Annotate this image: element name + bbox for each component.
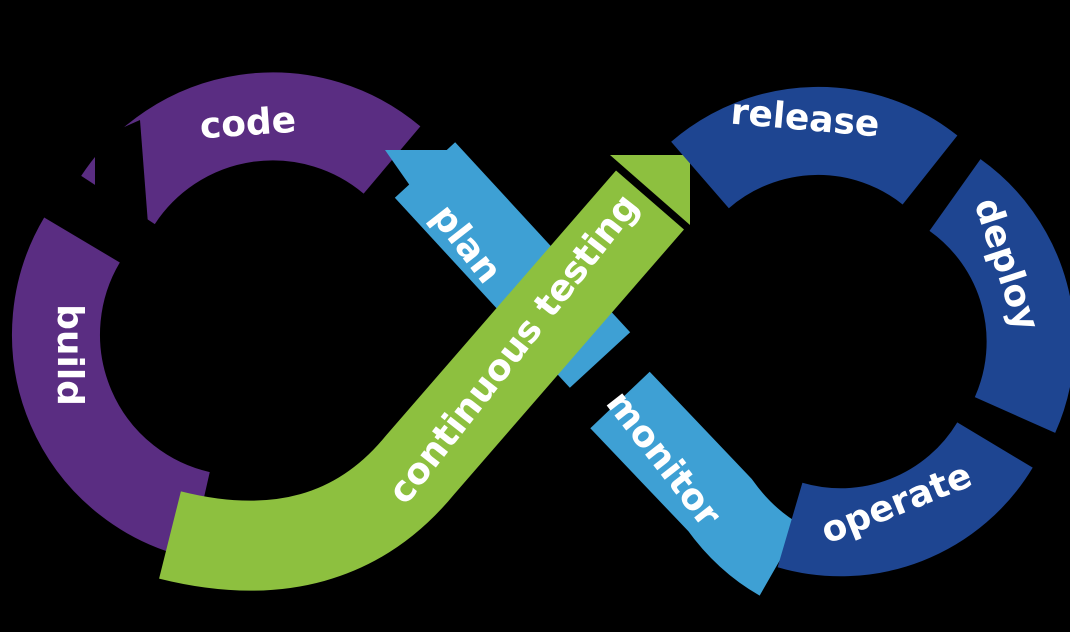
- operate-segment: [777, 421, 1033, 577]
- continuous-testing-arrowhead: [610, 155, 690, 225]
- code-segment: [81, 72, 421, 225]
- label-build: build: [49, 304, 90, 406]
- build-segment: [12, 217, 211, 558]
- deploy-segment: [928, 159, 1070, 433]
- plan-arrow-tail: [385, 150, 460, 200]
- continuous-testing-segment: [159, 170, 684, 591]
- label-code: code: [198, 100, 297, 148]
- release-segment: [671, 86, 958, 209]
- monitor-segment: [590, 371, 802, 596]
- code-arrow-notch: [95, 120, 150, 250]
